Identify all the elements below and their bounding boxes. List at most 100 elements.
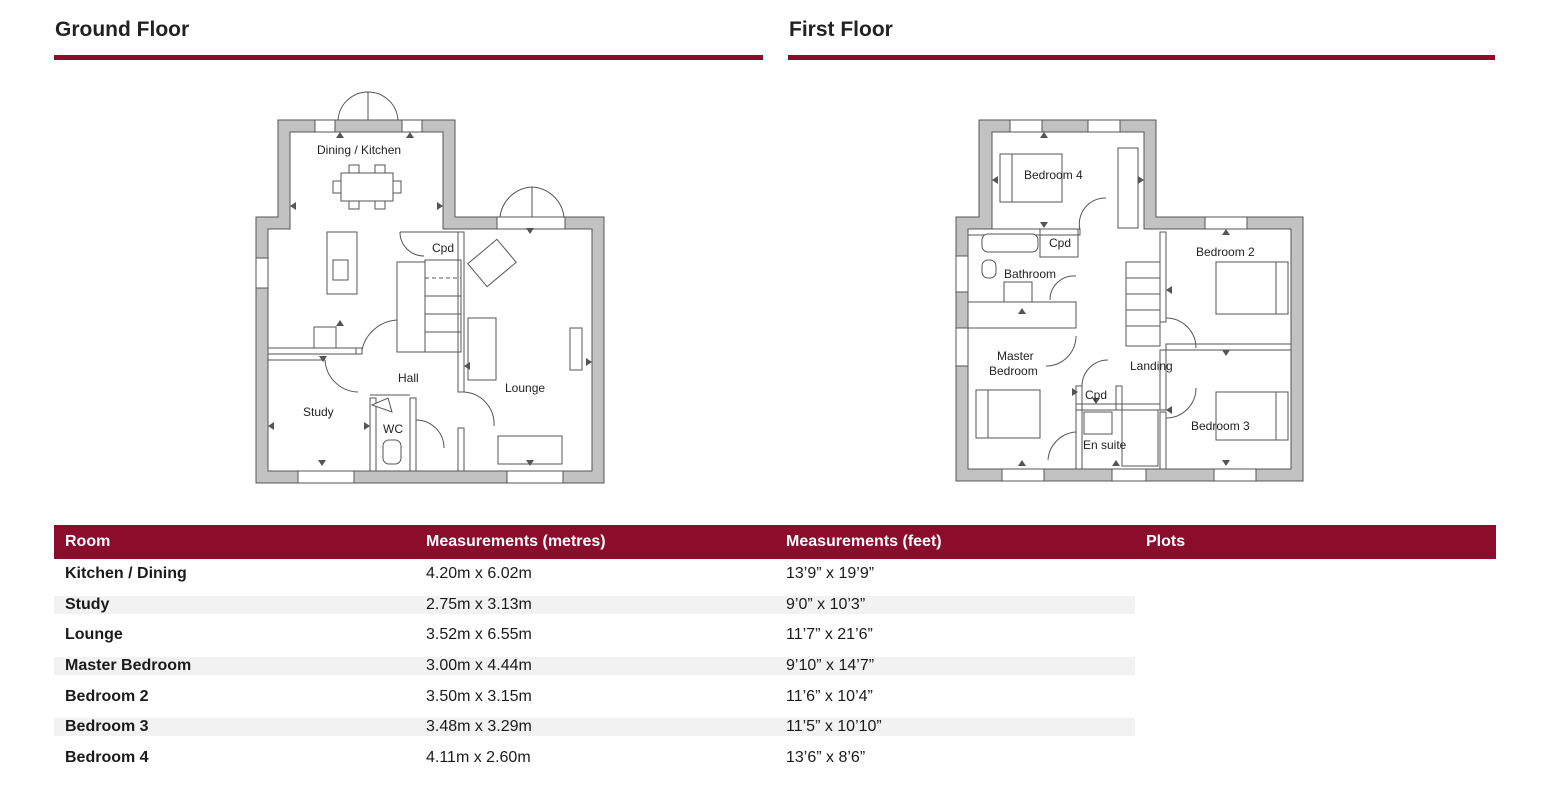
room-label-cpd-bottom: Cpd	[1085, 388, 1107, 402]
header-plots: Plots	[1146, 533, 1186, 550]
arrow-icon	[464, 362, 470, 370]
window-icon	[506, 470, 564, 484]
basin-icon	[370, 397, 393, 413]
room-name: Kitchen / Dining	[65, 565, 187, 583]
arrow-icon	[406, 132, 414, 138]
arrow-icon	[1222, 229, 1230, 235]
window-icon	[255, 257, 269, 289]
room-label-cpd-top: Cpd	[1049, 236, 1071, 250]
window-icon	[401, 119, 423, 133]
arrow-icon	[1166, 286, 1172, 294]
window-icon	[1204, 216, 1248, 230]
metres: 4.11m x 2.60m	[426, 748, 531, 766]
window-icon	[1087, 119, 1121, 133]
first-floor-plan: Bedroom 4 Cpd Bathroom Bedroom 2 Master …	[955, 119, 1304, 482]
arrow-icon	[437, 202, 443, 210]
armchair-icon	[467, 238, 517, 288]
ground-floor-walls	[255, 119, 605, 484]
arrow-icon	[1040, 132, 1048, 138]
feet: 11’7” x 21’6”	[786, 626, 873, 644]
arrow-icon	[1092, 398, 1100, 404]
sofa-icon	[467, 317, 497, 381]
window-icon	[1213, 468, 1257, 482]
feet: 11’5” x 10’10”	[775, 718, 1135, 737]
arrow-icon	[1222, 460, 1230, 466]
table-row: Study 2.75m x 3.13m 9’0” x 10’3”	[54, 590, 1496, 621]
arrow-icon	[1222, 350, 1230, 356]
arrow-icon	[526, 228, 534, 234]
toilet-icon	[981, 259, 997, 279]
window-icon	[297, 470, 355, 484]
room-label-master-line1: Master	[997, 349, 1034, 363]
metres: 3.50m x 3.15m	[426, 687, 532, 705]
metres: 3.00m x 4.44m	[415, 657, 775, 676]
arrow-icon	[290, 202, 296, 210]
window-icon	[1001, 468, 1045, 482]
arrow-icon	[1138, 176, 1144, 184]
feet: 9’10” x 14’7”	[775, 657, 1135, 676]
arrow-icon	[336, 320, 344, 326]
window-icon	[1111, 468, 1147, 482]
ground-floor-rule	[54, 55, 763, 60]
window-icon	[955, 327, 969, 367]
table-row: Lounge 3.52m x 6.55m 11’7” x 21’6”	[54, 620, 1496, 651]
room-label-bedroom-4: Bedroom 4	[1024, 168, 1083, 182]
window-icon	[314, 119, 336, 133]
metres: 2.75m x 3.13m	[415, 595, 775, 614]
room-label-wc: WC	[383, 422, 403, 436]
tv-icon	[569, 327, 583, 371]
room-label-bedroom-2: Bedroom 2	[1196, 245, 1255, 259]
header-feet: Measurements (feet)	[786, 533, 942, 550]
arrow-icon	[336, 132, 344, 138]
ground-floor-plan: Dining / Kitchen Cpd Hall Lounge Study W…	[255, 91, 605, 484]
room-label-study: Study	[303, 405, 334, 419]
table-row: Kitchen / Dining 4.20m x 6.02m 13’9” x 1…	[54, 559, 1496, 590]
room-name: Bedroom 4	[65, 748, 149, 766]
arrow-icon	[318, 460, 326, 466]
first-floor-rule	[788, 55, 1495, 60]
room-label-hall: Hall	[398, 371, 419, 385]
window-icon	[1009, 119, 1043, 133]
arrow-icon	[1072, 388, 1078, 396]
room-label-bathroom: Bathroom	[1004, 267, 1056, 281]
arrow-icon	[1166, 406, 1172, 414]
room-label-dining-kitchen: Dining / Kitchen	[317, 143, 401, 157]
room-label-cpd: Cpd	[432, 241, 454, 255]
header-metres: Measurements (metres)	[426, 533, 606, 550]
arrow-icon	[1018, 308, 1026, 314]
arrow-icon	[586, 358, 592, 366]
feet: 9’0” x 10’3”	[775, 595, 1135, 614]
arrow-icon	[526, 460, 534, 466]
room-label-lounge: Lounge	[505, 381, 545, 395]
arrow-icon	[1018, 460, 1026, 466]
hob-icon	[313, 326, 337, 349]
feet: 13’9” x 19’9”	[786, 565, 875, 583]
dining-table-icon	[340, 172, 394, 202]
table-row: Bedroom 3 3.48m x 3.29m 11’5” x 10’10”	[54, 712, 1496, 743]
table-row: Bedroom 4 4.11m x 2.60m 13’6” x 8’6”	[54, 743, 1496, 774]
arrow-icon	[364, 422, 370, 430]
shower-icon	[1121, 409, 1159, 467]
arrow-icon	[319, 356, 327, 362]
header-room: Room	[65, 533, 111, 550]
room-name: Study	[54, 595, 415, 614]
arrow-icon	[1112, 460, 1120, 466]
room-label-bedroom-3: Bedroom 3	[1191, 419, 1250, 433]
room-name: Master Bedroom	[54, 657, 415, 676]
door-swing-icon	[337, 91, 399, 121]
room-label-landing: Landing	[1130, 359, 1173, 373]
metres: 3.48m x 3.29m	[415, 718, 775, 737]
table-row: Bedroom 2 3.50m x 3.15m 11’6” x 10’4”	[54, 681, 1496, 712]
door-swing-icon	[499, 186, 565, 218]
basin-icon	[1003, 281, 1033, 303]
room-name: Lounge	[65, 626, 123, 644]
toilet-icon	[382, 439, 402, 465]
arrow-icon	[992, 176, 998, 184]
sofa-icon	[497, 435, 563, 465]
room-label-en-suite: En suite	[1083, 438, 1127, 452]
metres: 4.20m x 6.02m	[426, 565, 532, 583]
room-label-master-line2: Bedroom	[989, 364, 1038, 378]
table-header: Room Measurements (metres) Measurements …	[54, 525, 1496, 559]
arrow-icon	[1040, 222, 1048, 228]
feet: 11’6” x 10’4”	[786, 687, 873, 705]
